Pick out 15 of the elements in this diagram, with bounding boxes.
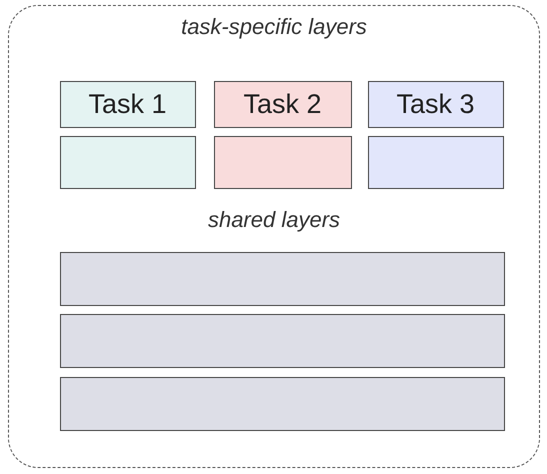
task-layer-box: [214, 80, 352, 128]
task-label: Task 3: [396, 88, 475, 120]
section-heading: task-specific layers: [181, 14, 367, 40]
layer-box: [60, 136, 196, 188]
task-label: Task 2: [243, 88, 322, 120]
shared-layer-bar: [60, 314, 504, 368]
model-container: [8, 5, 540, 468]
section-heading: shared layers: [208, 207, 340, 233]
task-layer-box: [60, 80, 196, 128]
task-layer-box: [368, 80, 504, 128]
shared-layer-bar: [60, 252, 504, 306]
shared-layer-bar: [60, 376, 504, 430]
layer-box: [368, 136, 504, 188]
task-label: Task 1: [88, 88, 167, 120]
layer-box: [214, 136, 352, 188]
